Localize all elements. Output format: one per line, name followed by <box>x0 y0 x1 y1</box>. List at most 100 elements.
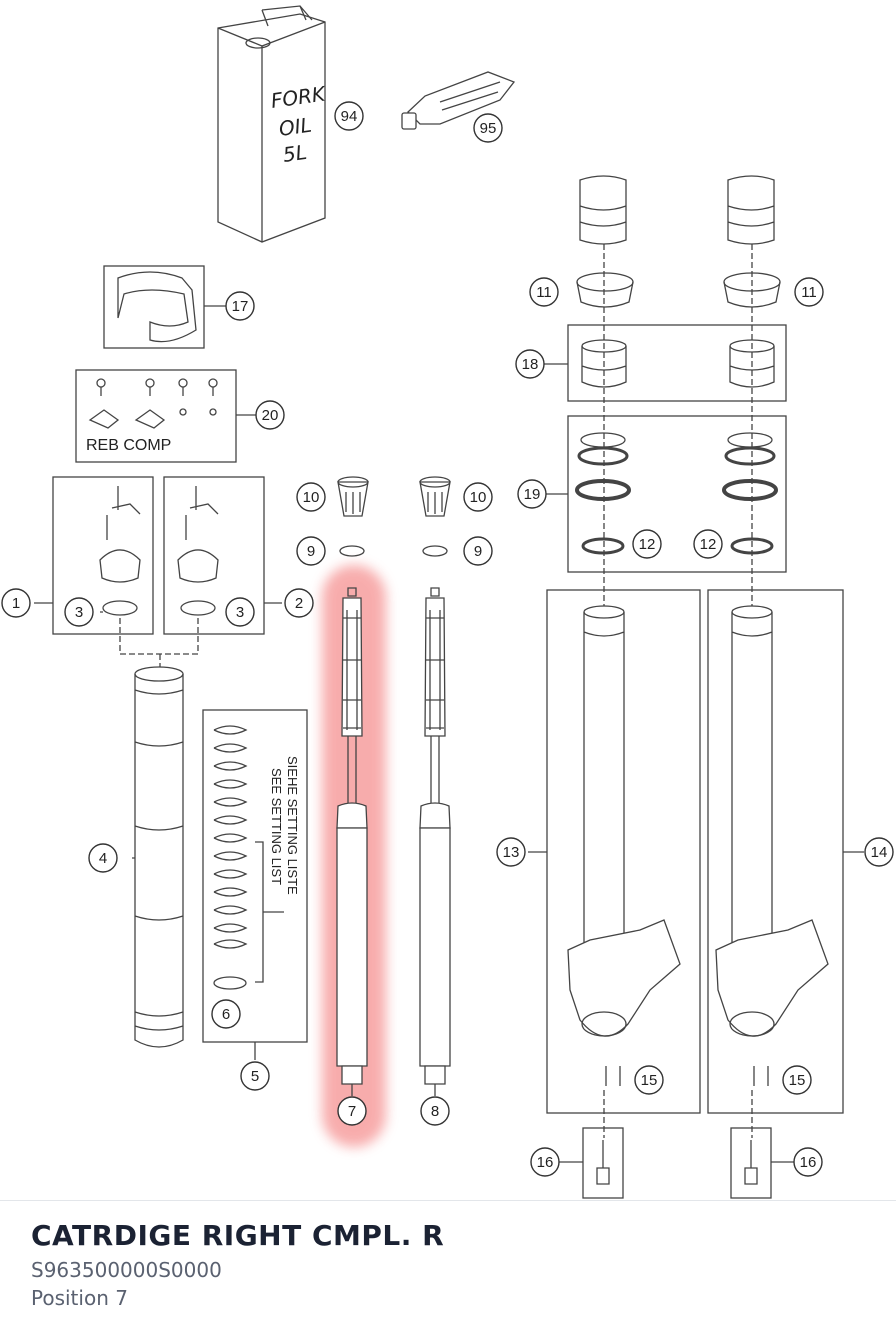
part-info-panel: CATRDIGE RIGHT CMPL. R S963500000S0000 P… <box>0 1200 896 1336</box>
callout-13-label: 13 <box>503 844 520 861</box>
callout-12-right[interactable]: 12 <box>693 529 723 559</box>
valve-assembly-1[interactable] <box>99 486 141 616</box>
callout-10-right[interactable]: 10 <box>463 482 493 512</box>
part-18-frame <box>567 324 787 402</box>
bolt-16-right[interactable] <box>744 1140 758 1185</box>
screw-kit-20[interactable] <box>88 378 218 429</box>
callout-16-left-label: 16 <box>537 1154 554 1171</box>
valve-assembly-2[interactable] <box>177 486 219 616</box>
part-number: S963500000S0000 <box>31 1258 222 1282</box>
part-14-frame <box>707 589 844 1114</box>
callout-11-left[interactable]: 11 <box>529 277 559 307</box>
oil-can-text-3: 5L <box>281 140 308 167</box>
callout-11-right-label: 11 <box>801 284 817 301</box>
exploded-parts-diagram: FORK OIL 5L REB COMP <box>1 5 894 1199</box>
callout-16-left[interactable]: 16 <box>530 1147 560 1177</box>
leader-lines <box>34 305 864 1163</box>
callout-20-label: 20 <box>262 407 279 424</box>
callout-10-left-label: 10 <box>303 489 320 506</box>
part-position: Position 7 <box>31 1286 128 1310</box>
callout-6-label: 6 <box>222 1006 230 1023</box>
callout-16-right[interactable]: 16 <box>793 1147 823 1177</box>
callout-20[interactable]: 20 <box>255 400 285 430</box>
callout-3-left[interactable]: 3 <box>64 597 94 627</box>
cartridge-right-7[interactable] <box>336 587 368 1085</box>
callout-11-left-label: 11 <box>536 284 552 301</box>
callout-7-label: 7 <box>348 1103 356 1120</box>
right-axis-lines <box>603 244 753 1138</box>
part-16-frame-left <box>582 1127 624 1199</box>
part-20-frame <box>75 369 237 463</box>
cartridge-left-8[interactable] <box>419 587 451 1085</box>
callout-6[interactable]: 6 <box>211 999 241 1029</box>
callout-3-right-label: 3 <box>236 604 244 621</box>
callout-1[interactable]: 1 <box>1 588 31 618</box>
callout-9-right[interactable]: 9 <box>463 536 493 566</box>
callout-13[interactable]: 13 <box>496 837 526 867</box>
callout-9-left-label: 9 <box>307 543 315 560</box>
oring-9-left[interactable] <box>339 545 365 557</box>
valve-connector-lines <box>119 618 199 670</box>
lower-leg-14[interactable] <box>715 605 829 1086</box>
callout-15-right[interactable]: 15 <box>782 1065 812 1095</box>
oring-12-left[interactable] <box>581 537 625 555</box>
callout-3-left-label: 3 <box>75 604 83 621</box>
seal-10-right[interactable] <box>419 476 451 517</box>
seal-10-left[interactable] <box>337 476 369 517</box>
callout-19[interactable]: 19 <box>517 479 547 509</box>
callout-8[interactable]: 8 <box>420 1096 450 1126</box>
callout-15-right-label: 15 <box>789 1072 806 1089</box>
lower-leg-13[interactable] <box>567 605 681 1086</box>
outer-tube-4[interactable] <box>134 666 184 1048</box>
callout-9-right-label: 9 <box>474 543 482 560</box>
callout-18-label: 18 <box>522 356 539 373</box>
clip-part-17[interactable] <box>117 271 197 343</box>
callout-14[interactable]: 14 <box>864 837 894 867</box>
spacer-6[interactable] <box>213 976 247 990</box>
callout-14-label: 14 <box>871 844 888 861</box>
callout-15-left-label: 15 <box>641 1072 658 1089</box>
callout-3-right[interactable]: 3 <box>225 597 255 627</box>
part-17-frame <box>103 265 205 349</box>
callout-16-right-label: 16 <box>800 1154 817 1171</box>
fork-top-right-column[interactable] <box>727 175 775 245</box>
fork-oil-can[interactable] <box>217 5 326 243</box>
callout-15-left[interactable]: 15 <box>634 1065 664 1095</box>
part-1-frame <box>52 476 154 635</box>
part-title: CATRDIGE RIGHT CMPL. R <box>31 1219 445 1252</box>
callout-12-left-label: 12 <box>639 536 656 553</box>
callout-4[interactable]: 4 <box>88 843 118 873</box>
part-2-frame <box>163 476 265 635</box>
callout-17[interactable]: 17 <box>225 291 255 321</box>
callout-95[interactable]: 95 <box>473 113 503 143</box>
setting-note-line-2: SEE SETTING LIST <box>269 768 284 885</box>
callout-2-label: 2 <box>295 595 303 612</box>
callout-94[interactable]: 94 <box>334 101 364 131</box>
callout-11-right[interactable]: 11 <box>794 277 824 307</box>
oring-9-right[interactable] <box>422 545 448 557</box>
fork-top-left-column[interactable] <box>579 175 627 245</box>
callout-2[interactable]: 2 <box>284 588 314 618</box>
seal-set-19-right[interactable] <box>722 432 778 501</box>
callout-7[interactable]: 7 <box>337 1096 367 1126</box>
seal-set-19-left[interactable] <box>575 432 631 501</box>
callout-95-label: 95 <box>480 120 497 137</box>
part-19-frame <box>567 415 787 573</box>
callout-5-label: 5 <box>251 1068 259 1085</box>
callout-94-label: 94 <box>341 108 358 125</box>
callout-18[interactable]: 18 <box>515 349 545 379</box>
grease-tube[interactable] <box>401 71 516 130</box>
cap-11-left[interactable] <box>576 272 634 308</box>
oil-can-text-2: OIL <box>277 113 313 141</box>
callout-19-label: 19 <box>524 486 541 503</box>
setting-note-line-1: SIEHE SETTING LISTE <box>285 756 300 895</box>
callout-12-left[interactable]: 12 <box>632 529 662 559</box>
callout-9-left[interactable]: 9 <box>296 536 326 566</box>
callout-5[interactable]: 5 <box>240 1061 270 1091</box>
bolt-16-left[interactable] <box>596 1140 610 1185</box>
part-16-frame-right <box>730 1127 772 1199</box>
spring-5[interactable] <box>213 725 248 949</box>
callout-10-right-label: 10 <box>470 489 487 506</box>
callout-4-label: 4 <box>99 850 107 867</box>
callout-10-left[interactable]: 10 <box>296 482 326 512</box>
